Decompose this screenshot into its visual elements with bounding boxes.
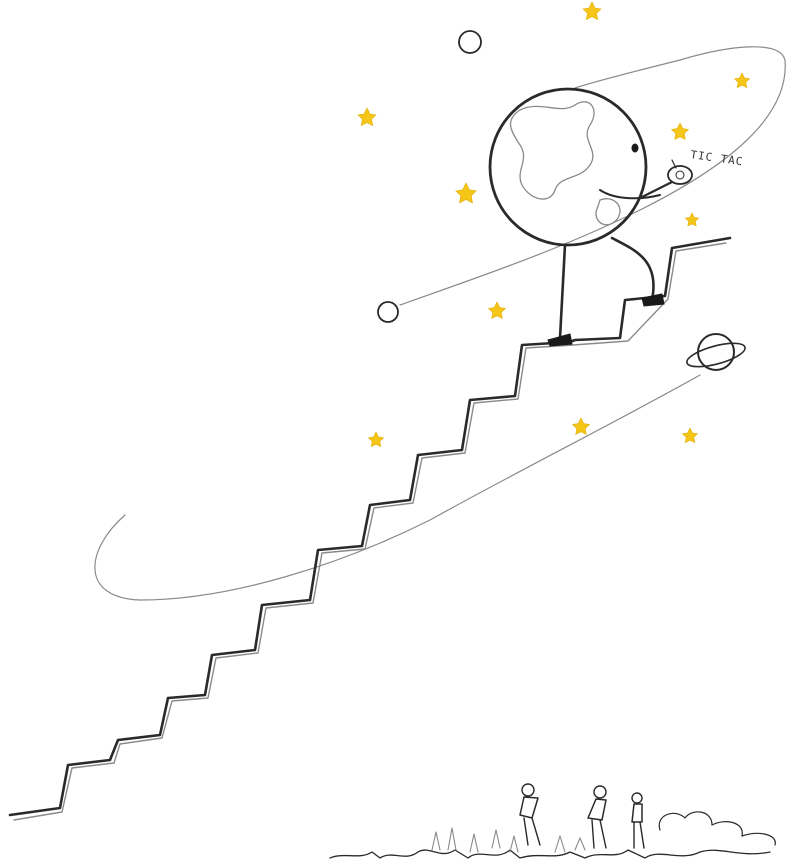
moon-icon	[458, 30, 482, 54]
upper-orbit-line	[399, 46, 786, 306]
lower-orbit-line	[94, 374, 701, 601]
ground-scribbles	[329, 811, 776, 859]
person-figure	[631, 792, 645, 849]
continent-outline	[509, 101, 595, 200]
orbit-lines	[94, 46, 786, 601]
earth-arm	[638, 180, 674, 200]
moon-small-icon	[377, 301, 399, 323]
earth-eye	[631, 143, 639, 153]
earth-foot-back	[547, 333, 573, 347]
earth-leg-back	[558, 243, 567, 340]
star-icon	[455, 182, 477, 204]
star-icon	[684, 212, 700, 227]
earth-character-icon	[488, 87, 674, 347]
person-figure	[519, 783, 541, 846]
earth-smile	[599, 189, 661, 200]
pocket-watch-icon	[667, 159, 693, 185]
star-icon	[367, 431, 385, 448]
earth-leg-front	[610, 236, 655, 302]
ringed-planet-icon	[686, 333, 746, 371]
staircase	[8, 236, 732, 821]
stars	[357, 1, 751, 448]
star-icon	[582, 1, 602, 21]
onlooker-figures	[519, 783, 645, 849]
star-icon	[681, 427, 699, 444]
star-icon	[487, 301, 507, 320]
star-icon	[733, 72, 751, 89]
star-icon	[357, 107, 377, 127]
star-icon	[571, 417, 591, 436]
person-figure	[587, 785, 607, 849]
star-icon	[670, 122, 690, 141]
earth-foot-front	[641, 293, 665, 307]
continent-outline-2	[595, 198, 621, 226]
